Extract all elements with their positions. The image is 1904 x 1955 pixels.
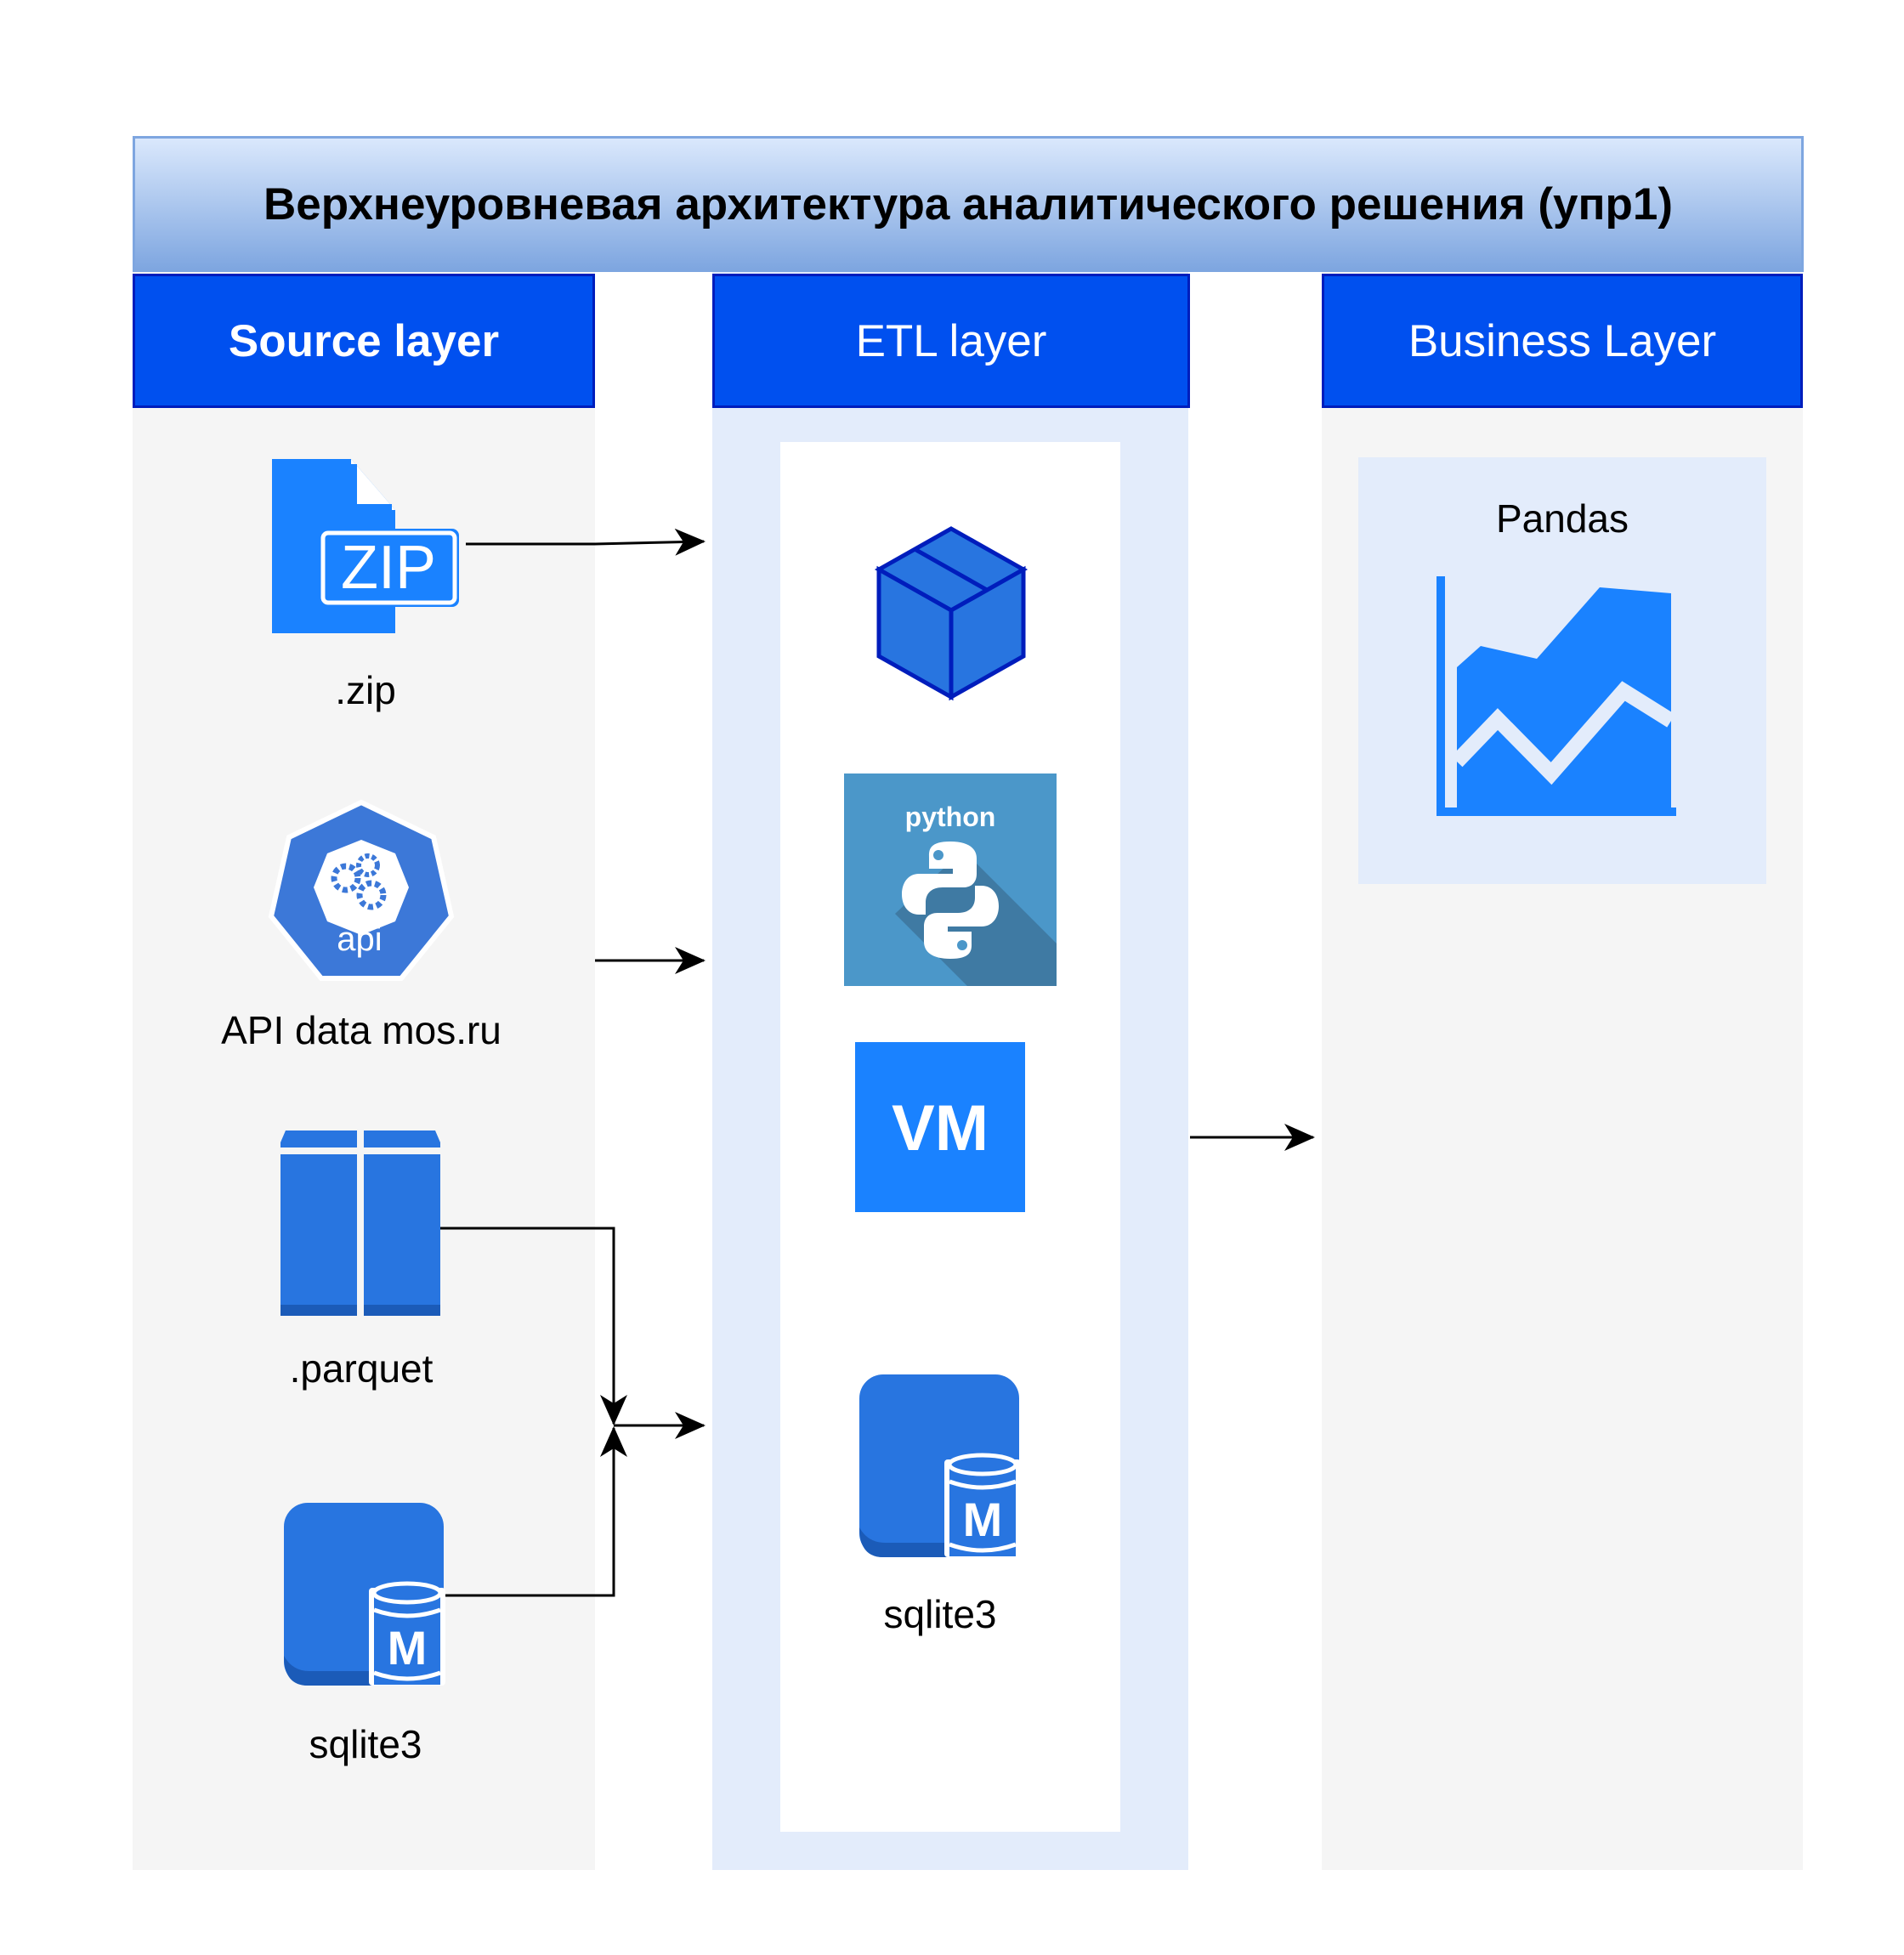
- zip-file-icon: ZIP: [272, 459, 459, 633]
- pandas-label: Pandas: [1495, 496, 1629, 541]
- database-m-icon: M: [859, 1374, 1021, 1557]
- parquet-columns-icon: [280, 1130, 440, 1316]
- area-chart-icon: [1436, 576, 1676, 816]
- sqlite-etl-label: sqlite3: [883, 1592, 997, 1636]
- zip-to-etl-arrow: [466, 528, 706, 556]
- database-m-icon: M: [284, 1503, 445, 1686]
- parquet-to-junction-connector: [440, 1227, 627, 1425]
- python-logo-icon: python: [844, 774, 1057, 986]
- sqlite-badge-text: M: [388, 1621, 428, 1674]
- diagram-title: Верхнеуровневая архитектура аналитическо…: [133, 136, 1804, 272]
- business-layer-header: Business Layer: [1322, 274, 1803, 408]
- sqlite-source-label: sqlite3: [309, 1722, 422, 1766]
- etl-layer-header: ETL layer: [712, 274, 1190, 408]
- source-layer-header: Source layer: [133, 274, 595, 408]
- sqlite-etl-badge-text: M: [963, 1493, 1003, 1546]
- sqlite-to-junction-connector: [445, 1426, 627, 1597]
- vm-badge-text: VM: [892, 1092, 989, 1164]
- api-label: API data mos.ru: [221, 1008, 502, 1052]
- python-badge-text: python: [905, 802, 996, 832]
- zip-badge-text: ZIP: [341, 534, 436, 602]
- package-box-icon: [874, 526, 1028, 701]
- api-gears-icon: api: [268, 799, 455, 981]
- vm-icon: VM: [855, 1042, 1025, 1212]
- zip-label: .zip: [335, 668, 396, 712]
- parquet-label: .parquet: [289, 1346, 434, 1391]
- api-badge-text: api: [337, 921, 382, 958]
